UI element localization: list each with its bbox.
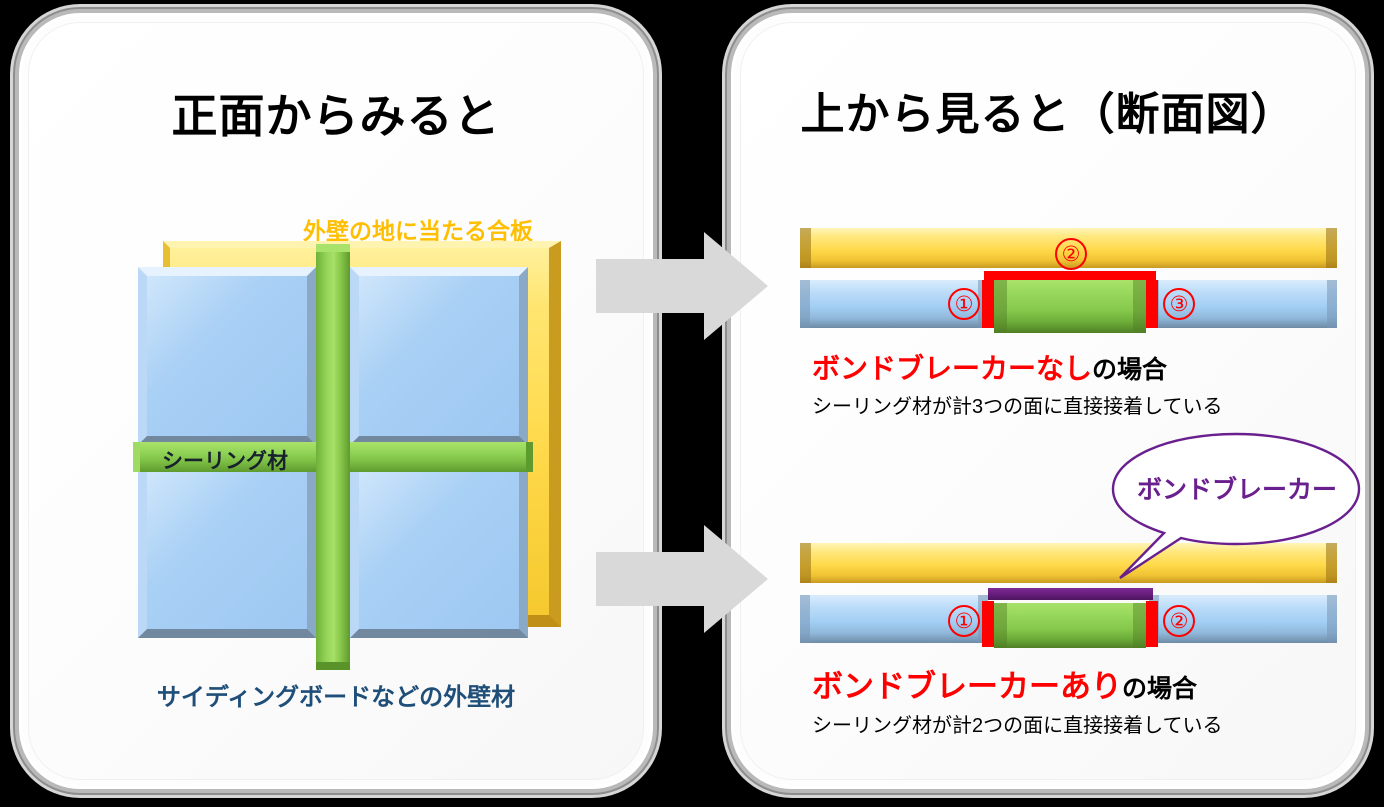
arrow-bottom-shape <box>596 525 768 633</box>
panel-front-view-surface: 正面からみると 外壁の地に当たる合板 シーリング材 サイディングボードなどの外壁… <box>28 22 644 780</box>
page-title-front-view: 正面からみると <box>171 90 501 142</box>
callnum-top-3: ③ <box>1163 288 1195 320</box>
panel-cross-section-view: 上から見ると（断面図） ② ① ③ ボンドブレー <box>734 16 1362 786</box>
label-plywood: 外壁の地に当たる合板 <box>303 218 533 244</box>
sealant-joint-vertical <box>316 244 350 670</box>
arrow-top-polygon <box>596 232 768 340</box>
callnum-bottom-2: ② <box>1163 605 1195 637</box>
adhesion-face-right-top-section <box>1146 280 1158 328</box>
front-view-illustration: 外壁の地に当たる合板 シーリング材 <box>133 212 568 670</box>
siding-board-top-left <box>138 267 316 445</box>
callnum-bottom-1: ① <box>948 605 980 637</box>
panel-cross-section-surface: 上から見ると（断面図） ② ① ③ ボンドブレー <box>740 22 1356 780</box>
panel-front-view: 正面からみると 外壁の地に当たる合板 シーリング材 サイディングボードなどの外壁… <box>22 16 650 786</box>
callnum-top-1: ① <box>948 288 980 320</box>
caption-rest-bottom: の場合 <box>1122 675 1198 703</box>
caption-rest-top: の場合 <box>1092 356 1168 384</box>
callout-bond-breaker: ボンドブレーカー <box>1108 432 1364 582</box>
caption-heading-bottom: ボンドブレーカーありの場合 <box>812 661 1223 706</box>
callout-shape <box>1111 432 1361 580</box>
bond-breaker-tape <box>988 588 1153 600</box>
caption-heading-top: ボンドブレーカーなしの場合 <box>812 347 1223 387</box>
caption-highlight-bottom: ボンドブレーカーあり <box>812 669 1122 704</box>
label-sealant: シーリング材 <box>162 450 288 473</box>
sealant-block-top <box>994 280 1146 333</box>
caption-without-bond-breaker: ボンドブレーカーなしの場合 シーリング材が計3つの面に直接接着している <box>812 347 1223 419</box>
page-title-cross-section: 上から見ると（断面図） <box>800 90 1296 139</box>
callout-label: ボンドブレーカー <box>1136 476 1337 504</box>
siding-board-top-right <box>350 267 528 445</box>
arrow-top-shape <box>596 232 768 340</box>
siding-board-bottom-right <box>350 460 528 638</box>
label-siding-board: サイディングボードなどの外壁材 <box>156 684 516 711</box>
adhesion-face-top <box>984 271 1156 282</box>
caption-detail-bottom: シーリング材が計2つの面に直接接着している <box>812 715 1223 737</box>
caption-highlight-top: ボンドブレーカーなし <box>812 353 1093 384</box>
callout-bubble-path <box>1111 432 1361 580</box>
sealant-block-bottom <box>994 603 1146 648</box>
adhesion-face-left-top-section <box>982 280 994 328</box>
arrow-bottom-polygon <box>596 525 768 633</box>
arrow-to-bottom-section <box>596 525 768 633</box>
caption-with-bond-breaker: ボンドブレーカーありの場合 シーリング材が計2つの面に直接接着している <box>812 661 1223 738</box>
adhesion-face-right-bottom-section <box>1146 601 1158 647</box>
siding-board-bottom-left <box>138 460 316 638</box>
siding-bar-top-left <box>800 280 988 328</box>
adhesion-face-left-bottom-section <box>982 601 994 647</box>
section-without-bond-breaker: ② ① ③ <box>800 228 1340 333</box>
arrow-to-top-section <box>596 232 768 340</box>
caption-detail-top: シーリング材が計3つの面に直接接着している <box>812 396 1223 418</box>
section-with-bond-breaker: ① ② <box>800 543 1340 648</box>
callnum-top-2: ② <box>1055 238 1087 270</box>
plywood-bar-bottom <box>800 543 1337 583</box>
